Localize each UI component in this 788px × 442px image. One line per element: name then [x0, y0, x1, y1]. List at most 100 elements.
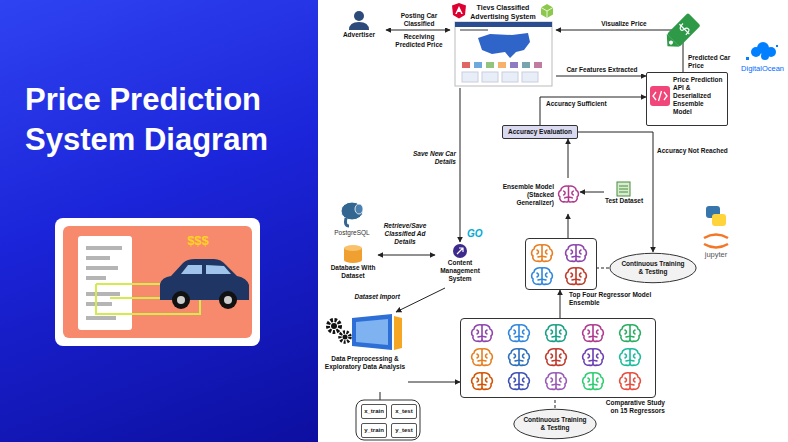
dataset-node: Test Dataset [604, 180, 644, 214]
node-text: Tievs Classified Advertising System [468, 4, 538, 21]
brain-icon [472, 373, 493, 390]
connector [555, 398, 556, 408]
node-text: Continuous Training & Testing [620, 260, 686, 276]
node-text: Continuous Training & Testing [523, 416, 587, 432]
node-text: Price Prediction API & Deserialized Ense… [673, 76, 724, 116]
jupyter-logo [704, 235, 728, 248]
data-split-box: y_test [391, 423, 417, 438]
node-text: Database With Dataset [329, 264, 377, 280]
brain-icon [546, 325, 567, 342]
edge-label: Posting Car Classified [389, 12, 449, 28]
brain-icon [546, 349, 567, 366]
money-symbol: $$$ [174, 233, 222, 248]
connector [560, 290, 561, 318]
gears-icon [328, 320, 350, 342]
actor-node: Advertiser [332, 8, 386, 44]
data-split-group [356, 400, 420, 440]
app-node: Tievs Classified Advertising System [450, 2, 556, 88]
cube-logo [541, 4, 553, 18]
car-wheel [219, 291, 237, 309]
node-text: Data Preprocessing & Exploratory Data An… [324, 355, 406, 371]
connector [386, 30, 450, 31]
edge-label: Accuracy Not Reached [657, 147, 729, 155]
brain-icon [472, 349, 493, 366]
loop-ellipse: Continuous Training & Testing [513, 408, 597, 440]
loop-ellipse: Continuous Training & Testing [609, 252, 697, 284]
node-text: x_test [393, 407, 415, 415]
api-icon [650, 86, 670, 106]
brain-icon [583, 373, 604, 390]
brain-icon [566, 268, 587, 285]
node-text: y_train [363, 426, 385, 434]
edge-label: Save New Car Details [396, 150, 456, 166]
brain-icon [509, 325, 530, 342]
brain-icon [559, 186, 579, 202]
brain-icon [583, 349, 604, 366]
brain-icon [532, 268, 553, 285]
node-text: Top Four Regressor Model Ensemble [569, 291, 655, 307]
brain-icon [509, 349, 530, 366]
brain-icon [620, 325, 641, 342]
logo-text: PostgreSQL [326, 229, 378, 237]
connector [396, 288, 445, 312]
car-wheel [172, 291, 190, 309]
node-text: Advertiser [333, 31, 385, 39]
car-body [160, 259, 249, 300]
node-text: Test Dataset [604, 197, 644, 205]
process-box: Accuracy Evaluation [502, 125, 578, 139]
car-illustration [55, 218, 260, 346]
database-node: Database With Dataset [328, 244, 378, 288]
edge-label: Car Features Extracted [560, 66, 644, 74]
edge-note: Predicted Car Price [688, 54, 734, 70]
edge-label: Dataset Import [348, 293, 400, 301]
edge-note: Receiving Predicted Price [389, 33, 449, 49]
leader-line [380, 392, 381, 400]
brain-icon [583, 325, 604, 342]
node-text: x_train [363, 407, 385, 415]
box-heading: Comparative Study on 15 Regressors [599, 399, 665, 415]
dataset-icon [617, 182, 630, 196]
data-split-box: x_train [361, 404, 387, 419]
edge-label: Visualize Price [588, 20, 660, 28]
car-window [206, 265, 231, 274]
box-heading: Top Four Regressor Model Ensemble [569, 291, 655, 307]
connector [568, 214, 569, 238]
connector [540, 97, 646, 125]
connector [556, 76, 646, 77]
car-wheel [177, 296, 185, 304]
brain-icon [620, 349, 641, 366]
brain-icon [509, 373, 530, 390]
title: Price Prediction System Diagram [25, 80, 297, 160]
brain-icon [532, 245, 553, 262]
node-text: Accuracy Evaluation [505, 128, 575, 136]
logo-text: GO [467, 228, 493, 240]
website-screenshot [455, 22, 552, 86]
connector [580, 192, 604, 193]
connector [568, 139, 569, 178]
edge-label: Retrieve/Save Classified Ad Details [374, 222, 436, 246]
ensemble-box: Top Four Regressor Model Ensemble [525, 238, 597, 290]
python-logo [706, 206, 726, 226]
ellipse-text-holder: Continuous Training & Testing [609, 260, 697, 276]
brain-icon [546, 373, 567, 390]
study-box: Comparative Study on 15 Regressors [460, 318, 656, 398]
price-tag-icon [661, 13, 701, 53]
node-text: y_test [393, 426, 415, 434]
frame [55, 218, 260, 346]
api-box: Price Prediction API & Deserialized Ense… [646, 72, 728, 126]
frame-fill [63, 226, 252, 338]
data-split-box: x_test [391, 404, 417, 419]
connector [460, 88, 461, 242]
connector [378, 255, 435, 256]
node-text: Comparative Study on 15 Regressors [599, 399, 665, 415]
cms-icon [453, 244, 467, 258]
highlight-lines [110, 297, 160, 299]
cms-node: Content Management System [435, 242, 485, 288]
edge-label: Accuracy Sufficient [546, 100, 642, 108]
postgresql-logo [341, 202, 363, 226]
logo-text: jupyter [698, 250, 734, 260]
node-text: Ensemble Model (Stacked Generalizer) [496, 183, 554, 207]
ellipse-text-holder: Continuous Training & Testing [513, 416, 597, 432]
